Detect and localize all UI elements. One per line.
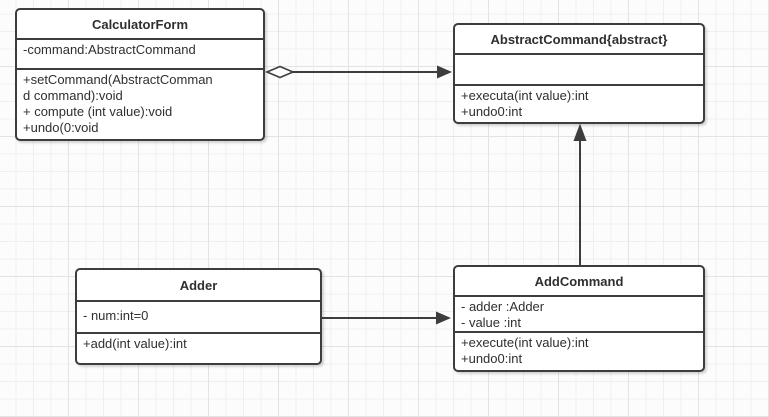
attribute-text: - num:int=0 xyxy=(83,308,149,323)
method-text: d command):void xyxy=(23,88,123,103)
class-title: CalculatorForm xyxy=(91,16,189,32)
method-text: +add(int value):int xyxy=(83,336,187,351)
aggregation-connector-calculatorform-abstractcommand[interactable] xyxy=(264,65,452,79)
class-attributes-section: - adder :Adder - value :int xyxy=(455,295,703,331)
attribute-text: - adder :Adder xyxy=(461,299,545,314)
class-methods-section: +executa(int value):int +undo0:int xyxy=(455,84,703,122)
association-connector-adder-addcommand[interactable] xyxy=(322,311,451,325)
method-text: +execute(int value):int xyxy=(461,335,589,350)
method-text: +setCommand(AbstractComman xyxy=(23,72,213,87)
class-methods-section: +execute(int value):int +undo0:int xyxy=(455,331,703,370)
arrowhead-up-icon xyxy=(573,123,587,141)
class-box-abstractcommand[interactable]: AbstractCommand{abstract} +executa(int v… xyxy=(453,23,705,124)
hollow-diamond-marker xyxy=(264,65,296,79)
class-attributes-section xyxy=(455,53,703,84)
method-text: +undo0:int xyxy=(461,104,523,119)
class-box-adder[interactable]: Adder - num:int=0 +add(int value):int xyxy=(75,268,322,365)
class-title: AbstractCommand{abstract} xyxy=(490,31,668,47)
attribute-text: - value :int xyxy=(461,315,521,330)
arrowhead-right-icon xyxy=(437,65,452,79)
class-box-addcommand[interactable]: AddCommand - adder :Adder - value :int +… xyxy=(453,265,705,372)
class-attributes-section: -command:AbstractCommand xyxy=(17,38,263,68)
method-text: +undo(0:void xyxy=(23,120,99,135)
attribute-text: -command:AbstractCommand xyxy=(23,42,196,57)
class-title: AddCommand xyxy=(534,273,624,289)
class-methods-section: +add(int value):int xyxy=(77,332,320,363)
generalization-connector-addcommand-abstractcommand[interactable] xyxy=(573,123,587,266)
class-methods-section: +setCommand(AbstractComman d command):vo… xyxy=(17,68,263,139)
class-box-calculatorform[interactable]: CalculatorForm -command:AbstractCommand … xyxy=(15,8,265,141)
class-title: Adder xyxy=(179,277,218,293)
method-text: +executa(int value):int xyxy=(461,88,589,103)
method-text: +undo0:int xyxy=(461,351,523,366)
class-attributes-section: - num:int=0 xyxy=(77,300,320,332)
arrowhead-right-icon xyxy=(436,311,451,325)
method-text: + compute (int value):void xyxy=(23,104,173,119)
